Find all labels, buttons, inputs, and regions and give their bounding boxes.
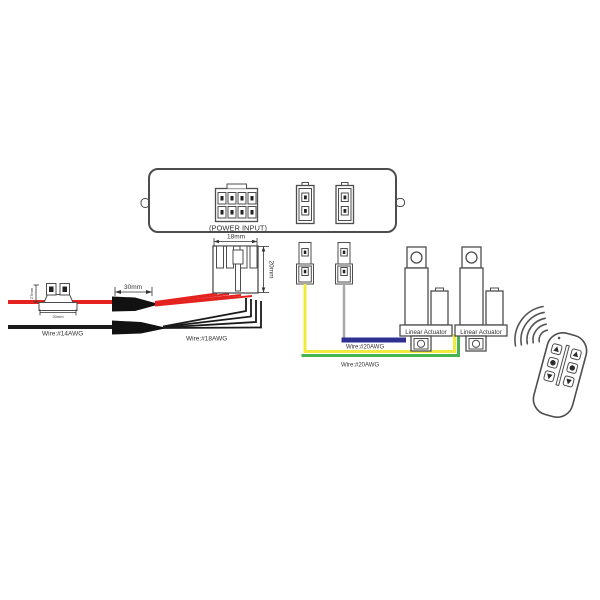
- yellow-wire: [303, 284, 456, 353]
- actuator1-rod: [404, 267, 429, 326]
- wire-18awg-label: Wire:#18AWG: [186, 336, 227, 343]
- fuse-holder: [38, 283, 78, 311]
- wire-20awg-label-1: Wire:#20AWG: [346, 345, 384, 351]
- power-input-connector: [214, 183, 259, 223]
- heatshrink-top: [112, 296, 157, 312]
- channel-wires: [301, 284, 460, 357]
- dim-20mm: 20mm: [258, 246, 275, 293]
- fuse-length-label: 20mm: [52, 314, 64, 319]
- heatshrink-length-label: 30mm: [124, 284, 142, 291]
- remote-control: [532, 332, 588, 418]
- fuse-height-label: 27mm: [29, 287, 34, 299]
- box-right-tab: [395, 198, 405, 207]
- dim-18mm: 18mm: [213, 234, 258, 246]
- up-arrow-icon: [572, 351, 579, 358]
- control-box-body: [148, 168, 397, 233]
- down-arrow-icon: [566, 378, 572, 385]
- signal-waves-icon: [514, 305, 549, 347]
- wire-20awg-label-2: Wire:#20AWG: [341, 363, 379, 369]
- channel-socket-1: [295, 182, 315, 225]
- remote-divider: [555, 344, 570, 387]
- plug-height-label: 20mm: [268, 260, 275, 278]
- channel-plug-1: [296, 242, 314, 285]
- fuse-dimensions: 27mm 20mm: [29, 284, 77, 319]
- plug-latch: [232, 249, 244, 265]
- linear-actuator-1: [399, 246, 453, 352]
- actuator2-mount-hole: [471, 339, 481, 348]
- black-fan-wires: [162, 298, 262, 329]
- down-arrow-icon: [547, 373, 553, 380]
- actuator1-motor: [430, 290, 449, 326]
- input-harness: 27mm 20mm Wire:#14AWG 30mm: [8, 283, 262, 343]
- control-box: (POWER INPUT): [140, 168, 405, 233]
- heatshrink-bottom: [112, 320, 165, 335]
- actuator2-rod: [459, 267, 484, 326]
- round-button-icon: [550, 360, 556, 366]
- round-button-icon: [569, 365, 575, 371]
- up-arrow-icon: [553, 346, 559, 353]
- red-fan-wires: [154, 292, 253, 307]
- channel-plug-2: [335, 242, 353, 285]
- linear-actuator-2: [454, 246, 508, 352]
- plug-width-label: 18mm: [227, 234, 245, 241]
- channel-socket-2: [335, 182, 355, 225]
- power-plug: [212, 245, 259, 294]
- actuator1-mount-hole: [416, 339, 426, 348]
- connector-notch: [226, 183, 247, 189]
- wire-14awg-label: Wire:#14AWG: [42, 331, 83, 338]
- remote-led: [557, 336, 561, 340]
- actuator2-label: Linear Actuator: [460, 329, 502, 336]
- actuator1-label: Linear Actuator: [405, 329, 447, 336]
- power-input-label: (POWER INPUT): [209, 224, 267, 233]
- dim-30mm: 30mm: [114, 284, 153, 296]
- actuator2-motor: [485, 290, 504, 326]
- green-wire: [301, 334, 460, 357]
